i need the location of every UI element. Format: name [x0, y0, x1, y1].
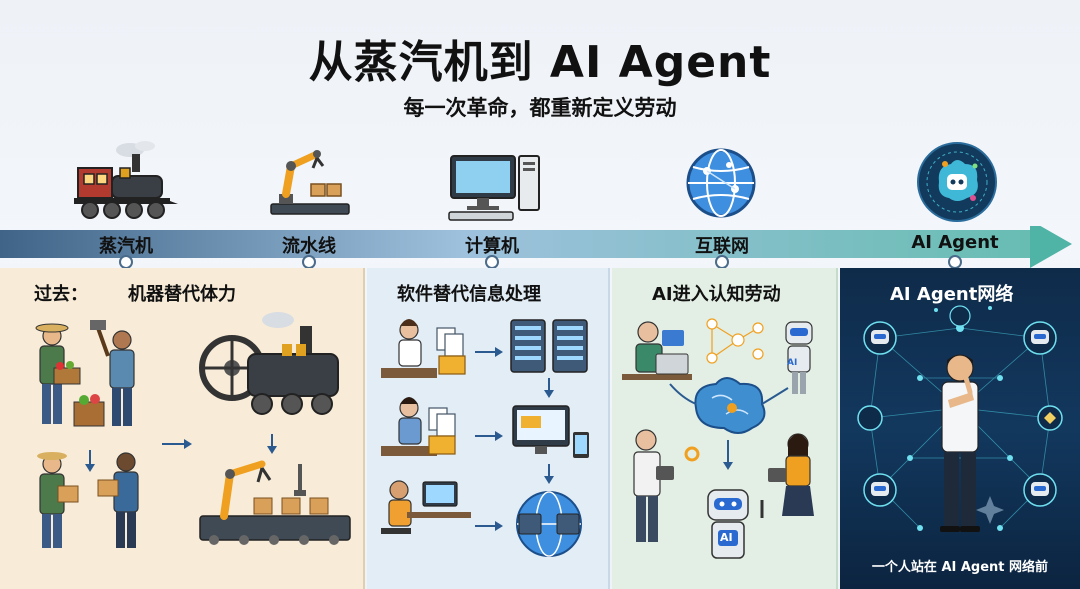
robotic-arm-icon — [265, 144, 355, 222]
steam-locomotive-icon — [70, 140, 180, 222]
agent-network-caption: 一个人站在 AI Agent 网络前 — [871, 560, 1049, 575]
era-label-internet: 互联网 — [695, 236, 749, 257]
ai-chip-label: AI — [787, 358, 798, 368]
timeline-marker — [302, 255, 316, 269]
information-processing-illustration — [381, 319, 589, 557]
era-label-steam: 蒸汽机 — [99, 236, 153, 257]
panel-title: 软件替代信息处理 — [397, 284, 541, 305]
timeline-marker — [119, 255, 133, 269]
desktop-computer-icon — [445, 150, 545, 224]
timeline-arrow — [0, 226, 1072, 268]
panel-title: 机器替代体力 — [128, 284, 236, 305]
page-subtitle: 每一次革命，都重新定义劳动 — [403, 96, 677, 120]
timeline-marker — [948, 255, 962, 269]
era-label-assembly: 流水线 — [282, 236, 336, 257]
timeline-marker — [485, 255, 499, 269]
cognitive-labor-illustration — [622, 318, 814, 559]
era-label-computer: 计算机 — [465, 236, 519, 257]
panel-title: AI Agent网络 — [890, 284, 1014, 305]
physical-labor-illustration — [35, 312, 351, 548]
panel-title: AI进入认知劳动 — [652, 284, 781, 305]
panel-agent-network: AI Agent网络 — [840, 268, 1080, 589]
robot-ai-label: AI — [720, 531, 733, 544]
globe-network-icon — [683, 145, 759, 221]
panel-information-processing: 软件替代信息处理 — [367, 268, 610, 589]
agent-network-illustration — [857, 305, 1063, 532]
panel-prefix: 过去： — [34, 284, 88, 305]
panel-cognitive-labor: AI进入认知劳动 — [612, 268, 838, 589]
ai-brain-icon — [915, 140, 999, 224]
timeline-marker — [715, 255, 729, 269]
panel-physical-labor: 过去： 机器替代体力 — [0, 268, 365, 589]
page-title: 从蒸汽机到 AI Agent — [308, 37, 772, 88]
era-label-ai-agent: AI Agent — [911, 232, 999, 253]
